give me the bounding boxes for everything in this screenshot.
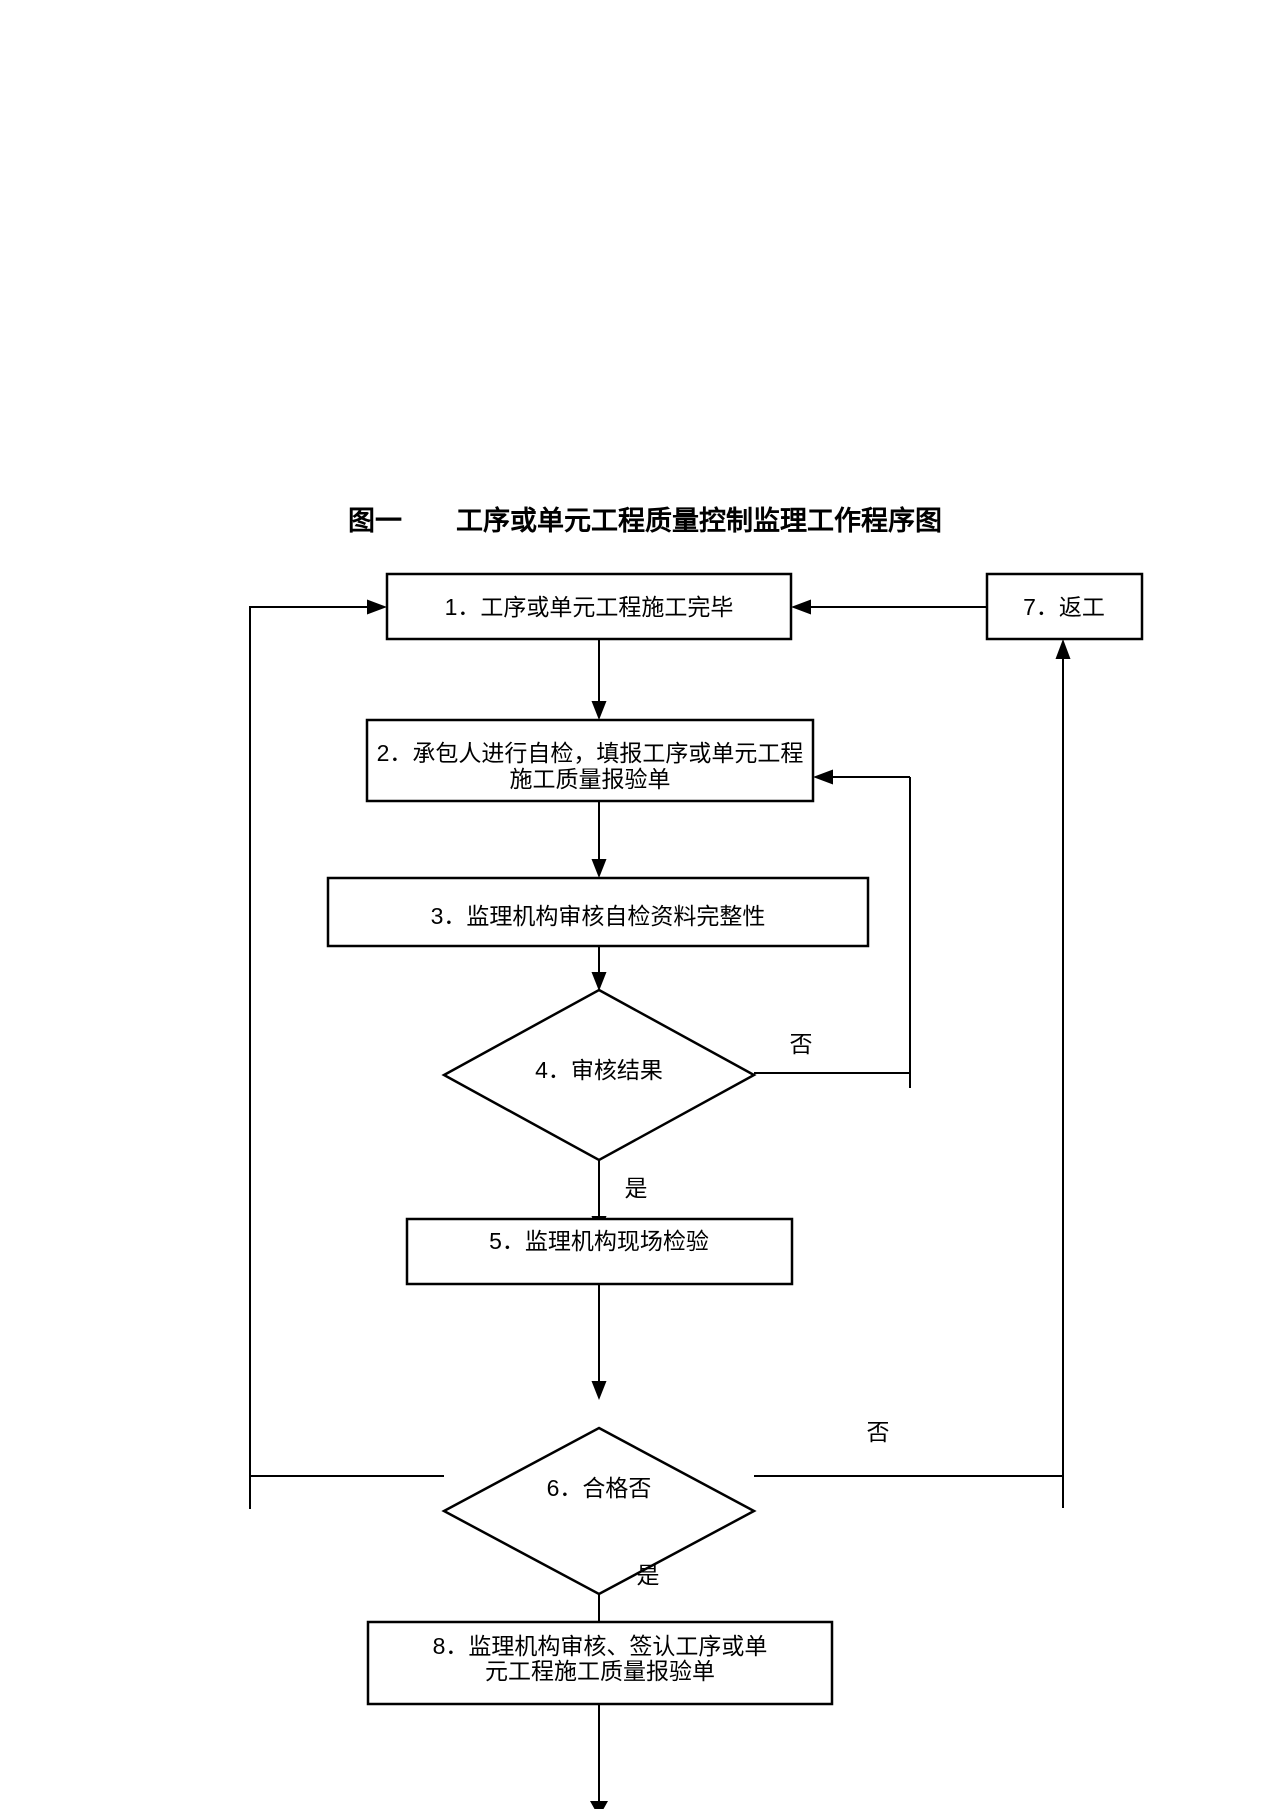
label-d4-yes: 是 — [625, 1175, 648, 1201]
arrowhead-into-box1-right — [791, 599, 811, 615]
node-8-label-line1: 8．监理机构审核、签认工序或单 — [433, 1633, 768, 1659]
node-8-box — [366, 1620, 834, 1706]
diagram-title: 图一 工序或单元工程质量控制监理工作程序图 — [348, 505, 942, 536]
node-4-diamond — [441, 988, 757, 1162]
node-2-label-line1: 2．承包人进行自检，填报工序或单元工程 — [377, 740, 804, 766]
arrowhead-into-box7-bottom — [1055, 639, 1071, 659]
arrowhead-into-diamond4-top — [591, 972, 607, 991]
node-8-label-line2: 元工程施工质量报验单 — [485, 1658, 715, 1684]
node-3-box — [326, 876, 870, 948]
arrowhead-into-box1-left — [367, 599, 387, 615]
arrowhead-into-box2-right — [813, 769, 833, 785]
node-4-label: 4．审核结果 — [535, 1057, 663, 1083]
label-d6-yes: 是 — [637, 1562, 660, 1588]
node-5-box — [405, 1217, 794, 1286]
label-d4-no: 否 — [790, 1031, 813, 1057]
node-6-diamond — [441, 1426, 757, 1596]
node-6-label: 6．合格否 — [547, 1475, 652, 1501]
label-d6-no: 否 — [867, 1419, 890, 1445]
arrowhead-above-diamond6 — [591, 1381, 607, 1400]
node-2-box — [365, 718, 815, 803]
node-1-label: 1．工序或单元工程施工完毕 — [445, 594, 734, 620]
node-3-label: 3．监理机构审核自检资料完整性 — [431, 903, 766, 929]
arrowhead-into-box3-top — [591, 859, 607, 878]
node-5-label: 5．监理机构现场检验 — [489, 1228, 709, 1254]
node-7-label: 7．返工 — [1023, 594, 1105, 620]
arrowhead-box8-down-clipped — [590, 1801, 608, 1809]
node-1-box — [385, 572, 793, 641]
node-2-label-line2: 施工质量报验单 — [510, 766, 671, 792]
arrowhead-into-box2-top — [591, 701, 607, 720]
node-7-box — [985, 572, 1144, 641]
connector-d6-left-feedback — [249, 606, 444, 1477]
